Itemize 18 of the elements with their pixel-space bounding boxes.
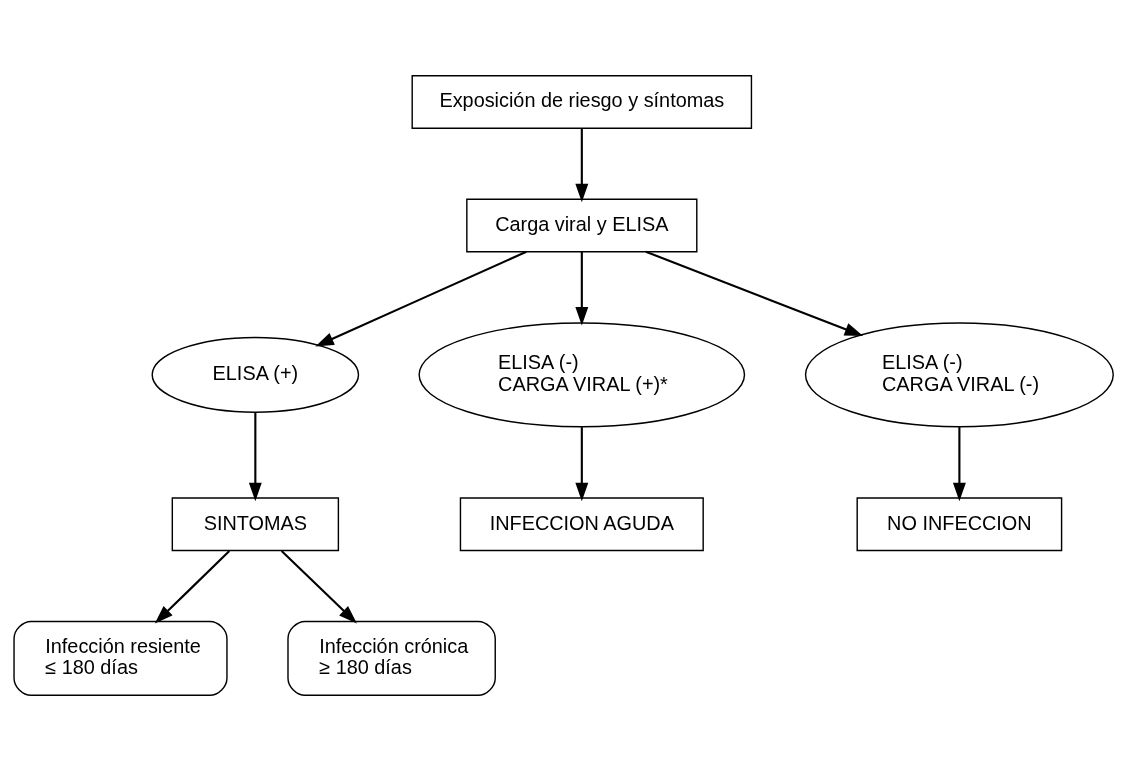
arrow — [645, 250, 864, 337]
arrow — [575, 128, 589, 203]
node-box: NO INFECCION — [856, 497, 1063, 552]
node-box: Carga viral y ELISA — [466, 198, 698, 253]
arrow — [315, 250, 527, 347]
arrow — [248, 412, 262, 502]
node-box: INFECCION AGUDA — [459, 497, 704, 552]
node-box: Infección resiente ≤ 180 días — [13, 620, 228, 697]
node-box: SINTOMAS — [171, 497, 340, 552]
arrow — [575, 251, 589, 326]
arrow — [154, 550, 231, 624]
arrow — [952, 427, 966, 502]
node-box: Exposición de riesgo y síntomas — [411, 74, 753, 129]
arrow — [575, 427, 589, 502]
node-box: Infección crónica ≥ 180 días — [287, 620, 496, 697]
node-ellipse: ELISA (+) — [151, 336, 360, 413]
arrow — [280, 550, 357, 624]
node-ellipse: ELISA (-) CARGA VIRAL (+)* — [418, 322, 746, 428]
